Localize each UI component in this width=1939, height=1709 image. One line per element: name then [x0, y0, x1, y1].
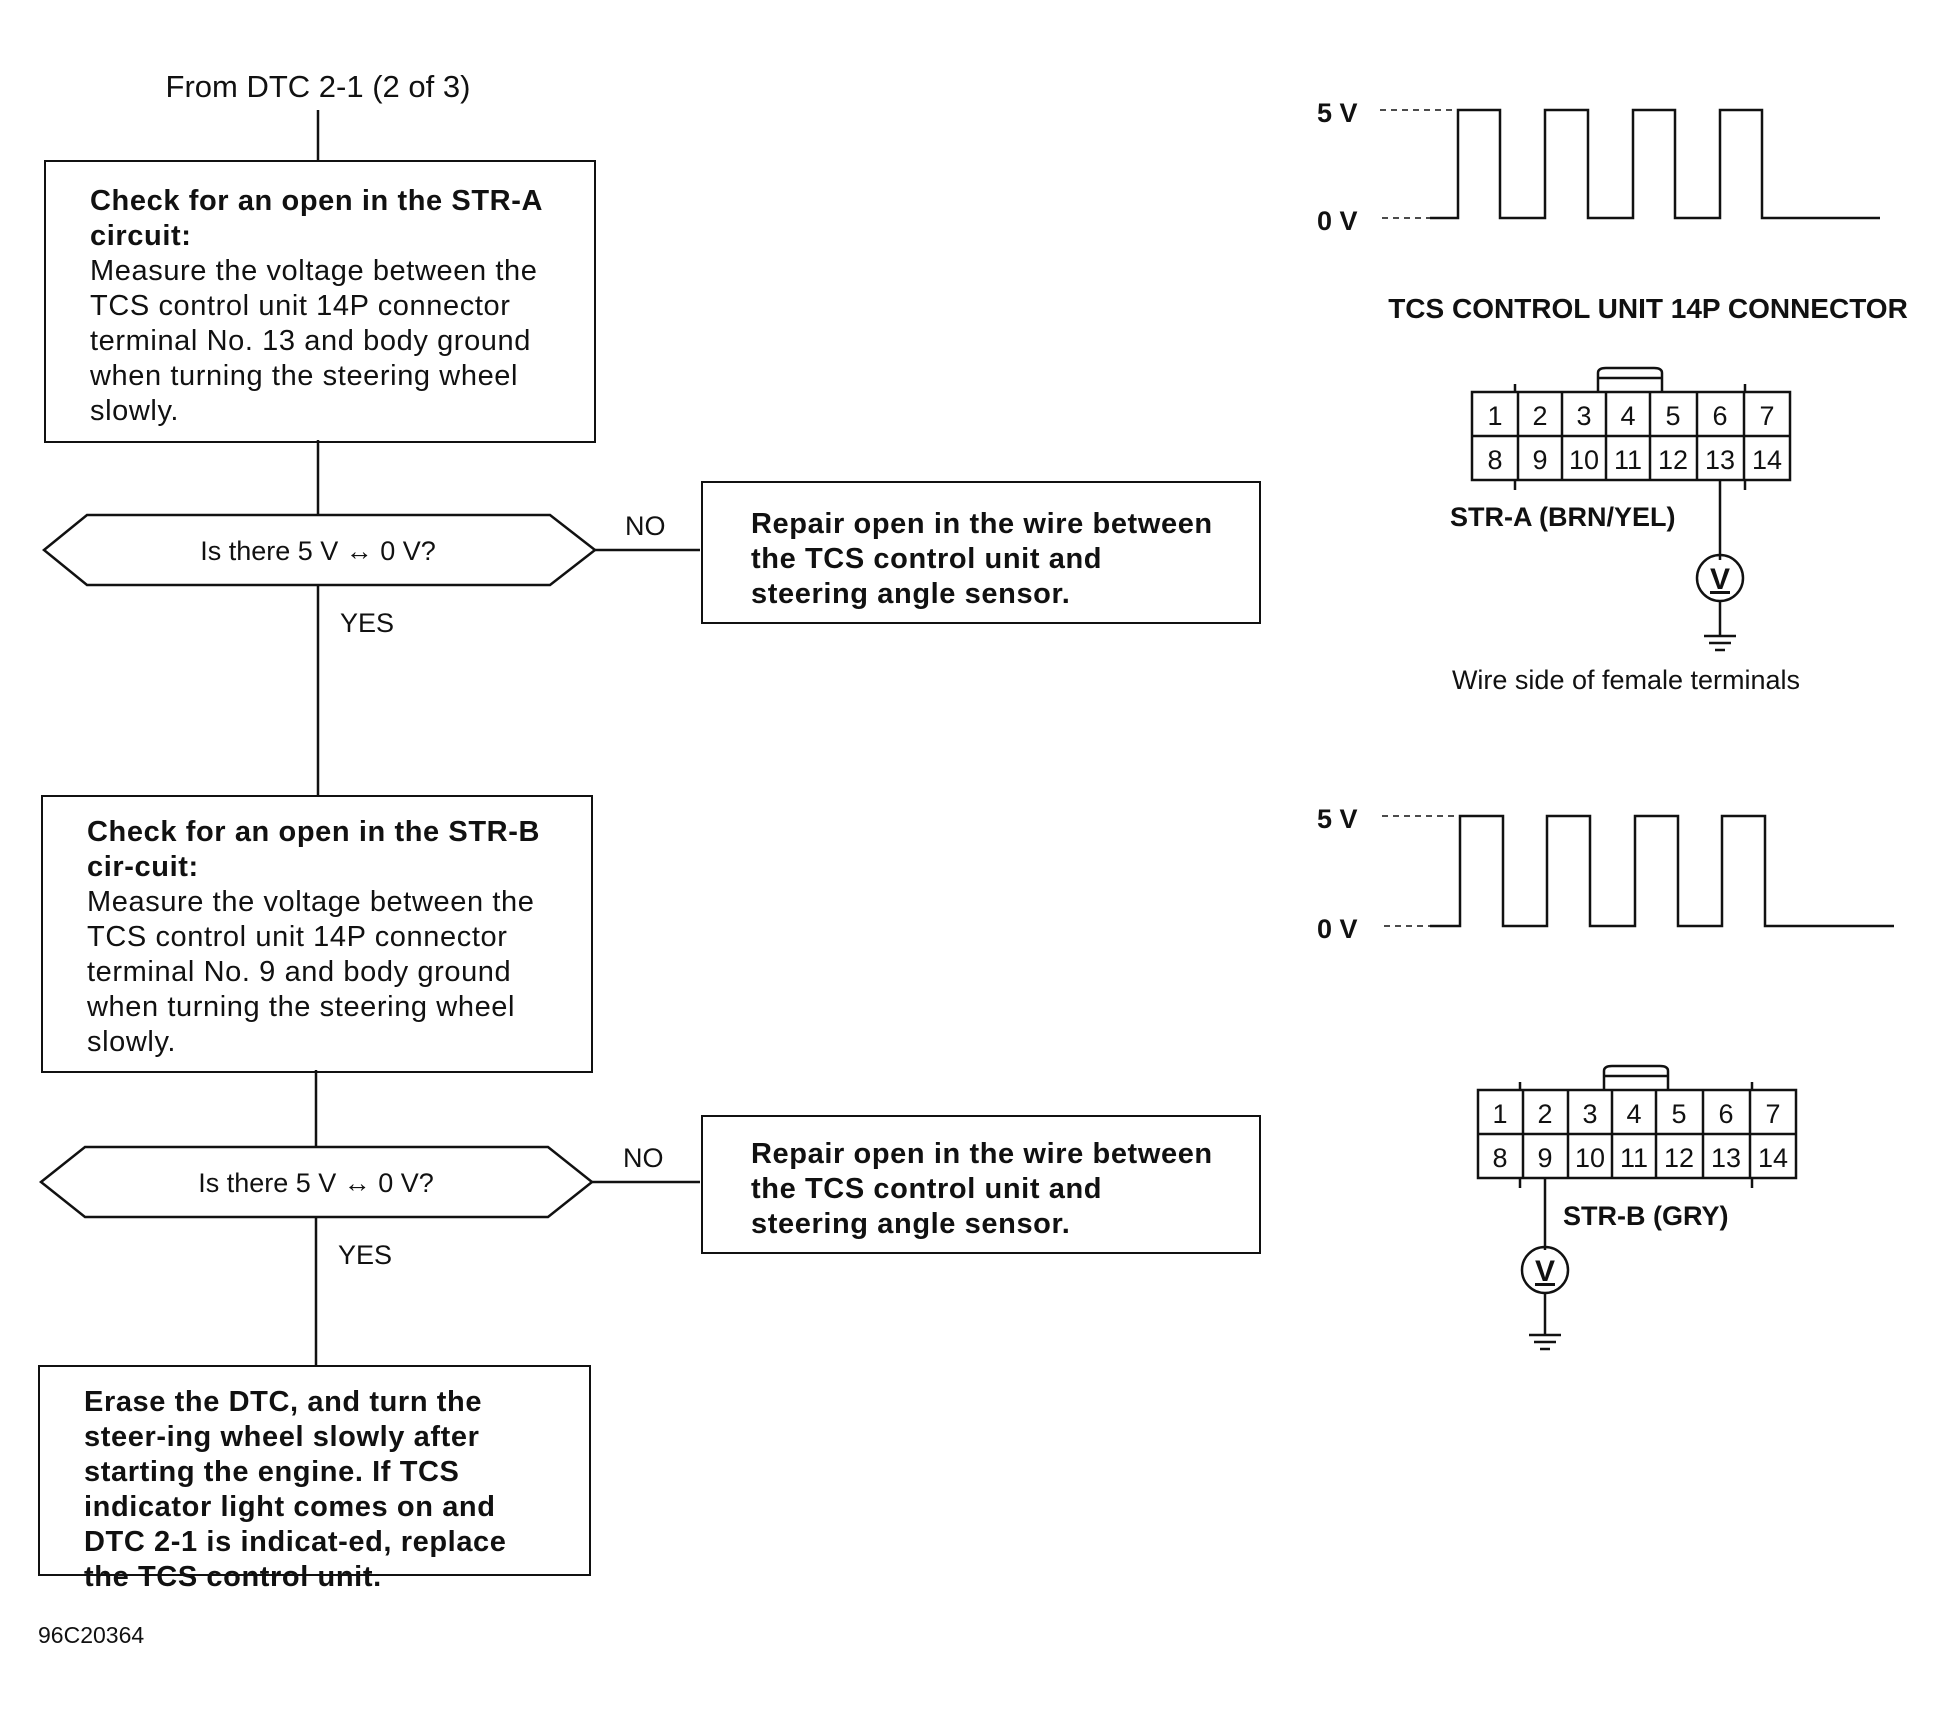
step-box-str-b: Check for an open in the STR-B cir-cuit:…: [41, 795, 593, 1073]
pin-label: 5: [1671, 1099, 1686, 1129]
waveform-2: [1430, 814, 1894, 928]
pin-label: 12: [1664, 1143, 1694, 1173]
step-1-title: Check for an open in the STR-A circuit:: [90, 185, 542, 252]
probe-a-label: STR-A (BRN/YEL): [1450, 502, 1675, 532]
pin-label: 1: [1492, 1099, 1507, 1129]
wave1-high-label: 5 V: [1317, 98, 1358, 128]
decision-shape-1: [42, 513, 598, 587]
pin-label: 5: [1665, 401, 1680, 431]
pin-label: 11: [1614, 445, 1642, 475]
pin-label: 4: [1620, 401, 1635, 431]
no-label-2: NO: [623, 1143, 664, 1173]
probe-b-label: STR-B (GRY): [1563, 1201, 1728, 1231]
yes-label-2: YES: [338, 1240, 392, 1270]
pin-label: 8: [1492, 1143, 1507, 1173]
pin-label: 3: [1582, 1099, 1597, 1129]
pin-label: 10: [1575, 1143, 1605, 1173]
step-2-title: Check for an open in the STR-B cir-cuit:: [87, 816, 541, 883]
no-label-1: NO: [625, 511, 666, 541]
repair-box-2-text: Repair open in the wire between the TCS …: [751, 1138, 1213, 1240]
voltmeter-b-symbol: V: [1535, 1255, 1555, 1288]
pin-label: 4: [1626, 1099, 1641, 1129]
origin-label: From DTC 2-1 (2 of 3): [166, 69, 471, 104]
connector-caption: Wire side of female terminals: [1452, 665, 1800, 695]
final-step-text: Erase the DTC, and turn the steer-ing wh…: [84, 1386, 507, 1593]
repair-box-1-text: Repair open in the wire between the TCS …: [751, 508, 1213, 610]
pin-label: 1: [1487, 401, 1502, 431]
decision-1-label: Is there 5 V ↔ 0 V?: [200, 536, 436, 566]
connector-title: TCS CONTROL UNIT 14P CONNECTOR: [1388, 293, 1908, 324]
pin-label: 11: [1620, 1143, 1648, 1173]
pin-label: 13: [1705, 445, 1735, 475]
decision-2-label: Is there 5 V ↔ 0 V?: [198, 1168, 434, 1198]
repair-box-1: Repair open in the wire between the TCS …: [701, 481, 1261, 624]
repair-box-2: Repair open in the wire between the TCS …: [701, 1115, 1261, 1254]
pin-label: 2: [1532, 401, 1547, 431]
pin-label: 13: [1711, 1143, 1741, 1173]
pin-label: 7: [1759, 401, 1774, 431]
wave2-low-label: 0 V: [1317, 914, 1358, 944]
pin-label: 6: [1712, 401, 1727, 431]
connector-b: [1476, 1064, 1798, 1351]
final-step-box: Erase the DTC, and turn the steer-ing wh…: [38, 1365, 591, 1593]
pin-label: 12: [1658, 445, 1688, 475]
voltmeter-a-symbol: V: [1710, 563, 1730, 596]
step-box-str-a: Check for an open in the STR-A circuit: …: [44, 160, 596, 443]
pin-label: 2: [1537, 1099, 1552, 1129]
pin-label: 14: [1758, 1143, 1788, 1173]
wave2-high-label: 5 V: [1317, 804, 1358, 834]
pin-label: 6: [1718, 1099, 1733, 1129]
pin-label: 9: [1537, 1143, 1552, 1173]
step-1-body: Measure the voltage between the TCS cont…: [90, 255, 538, 427]
figure-id: 96C20364: [38, 1622, 144, 1648]
pin-label: 10: [1569, 445, 1599, 475]
step-2-body: Measure the voltage between the TCS cont…: [87, 886, 535, 1058]
pin-label: 9: [1532, 445, 1547, 475]
waveform-1: [1430, 108, 1880, 220]
connector-a: [1470, 366, 1792, 652]
yes-label-1: YES: [340, 608, 394, 638]
pin-label: 7: [1765, 1099, 1780, 1129]
decision-shape-2: [38, 1145, 595, 1219]
pin-label: 14: [1752, 445, 1782, 475]
wave1-low-label: 0 V: [1317, 206, 1358, 236]
pin-label: 8: [1487, 445, 1502, 475]
pin-label: 3: [1576, 401, 1591, 431]
